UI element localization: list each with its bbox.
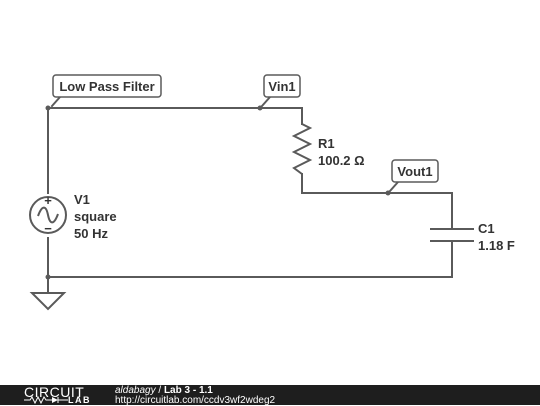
circuitlab-logo[interactable]: CIRCUIT LAB — [24, 384, 96, 405]
tag-vout1[interactable]: Vout1 — [388, 159, 439, 193]
footer-title-line: aldabagy / Lab 3 - 1.1 — [115, 385, 213, 396]
author-link[interactable]: aldabagy — [115, 385, 156, 396]
wire-r1-to-c1 — [301, 173, 453, 229]
svg-text:Low Pass Filter: Low Pass Filter — [59, 79, 154, 94]
resistor-name-label: R1 — [318, 136, 335, 151]
circuit-url[interactable]: http://circuitlab.com/ccdv3wf2wdeg2 — [115, 395, 276, 406]
source-plus-sign: + — [44, 193, 52, 208]
capacitor-c1[interactable] — [430, 228, 474, 242]
tag-low-pass-filter[interactable]: Low Pass Filter — [50, 74, 162, 108]
source-minus-sign: − — [44, 221, 52, 236]
resistor-value-label: 100.2 Ω — [318, 153, 365, 168]
ground-icon — [29, 292, 67, 311]
logo-text-lab: LAB — [68, 395, 91, 405]
svg-text:Vin1: Vin1 — [268, 79, 295, 94]
footer-bar: CIRCUIT LAB aldabagy / Lab 3 - 1.1 http:… — [0, 384, 540, 406]
node-dot — [385, 190, 391, 196]
svg-text:Vout1: Vout1 — [397, 164, 432, 179]
node-dot — [257, 105, 263, 111]
resistor-r1[interactable] — [291, 123, 313, 175]
source-name-label: V1 — [74, 192, 90, 207]
wire-top — [47, 107, 303, 125]
source-frequency-label: 50 Hz — [74, 226, 108, 241]
circuit-schematic: + − Low Pass Filter Vin1 Vout1 V1 square… — [29, 74, 515, 311]
source-waveform-label: square — [74, 209, 117, 224]
circuit-title[interactable]: Lab 3 - 1.1 — [163, 385, 213, 396]
logo-text-circuit: CIRCUIT — [24, 384, 85, 400]
breadcrumb-separator: / — [155, 385, 164, 396]
voltage-source-v1[interactable] — [29, 196, 67, 234]
capacitor-value-label: 1.18 F — [478, 238, 515, 253]
capacitor-name-label: C1 — [478, 221, 495, 236]
node-dot — [45, 105, 51, 111]
node-dot — [45, 274, 51, 280]
resistor-diode-icon — [24, 395, 68, 405]
tag-vin1[interactable]: Vin1 — [260, 74, 301, 108]
